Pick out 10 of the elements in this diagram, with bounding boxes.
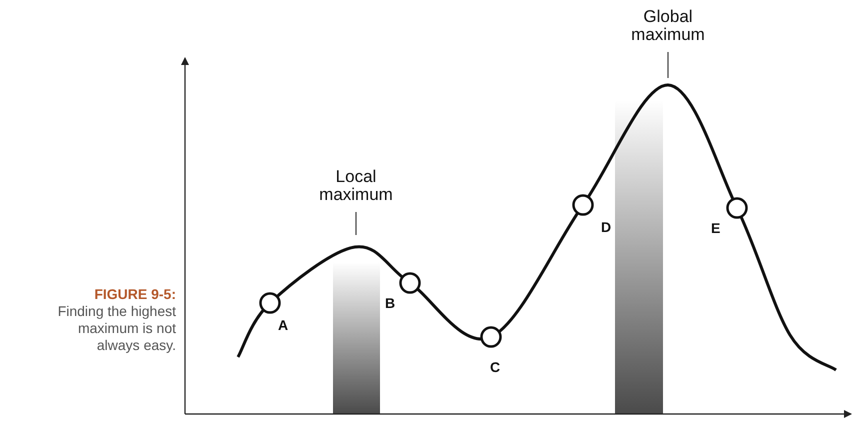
- point-label: D: [601, 219, 612, 235]
- leader-line: [667, 52, 669, 78]
- point-label: B: [385, 295, 396, 311]
- leader-line: [355, 212, 357, 235]
- point-label: E: [711, 220, 720, 236]
- annotation-label: Global maximum: [618, 8, 718, 44]
- point-label: A: [278, 317, 288, 333]
- figure-caption: FIGURE 9-5: Finding the highest maximum is not always easy.: [56, 286, 176, 354]
- point-label: C: [490, 359, 500, 375]
- annotation-label: Local maximum: [306, 168, 406, 204]
